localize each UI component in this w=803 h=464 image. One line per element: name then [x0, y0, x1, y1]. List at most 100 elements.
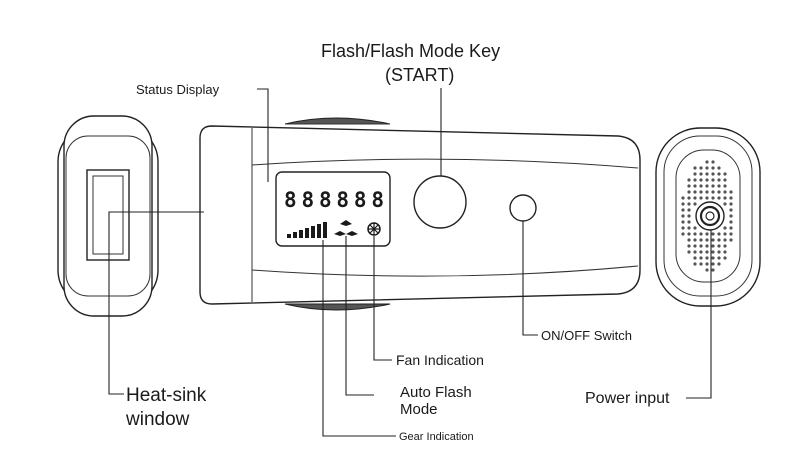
- heat-sink-window: [86, 169, 130, 261]
- vent-hole: [705, 166, 709, 170]
- vent-hole: [687, 214, 691, 218]
- vent-hole: [699, 196, 703, 200]
- vent-hole: [723, 190, 727, 194]
- fan-indication-label: Fan Indication: [396, 352, 484, 368]
- on-off-switch-label: ON/OFF Switch: [541, 328, 632, 343]
- vent-hole: [723, 172, 727, 176]
- vent-hole: [687, 220, 691, 224]
- vent-hole: [729, 208, 733, 212]
- status-display-lcd: 888888: [275, 171, 391, 247]
- vent-hole: [687, 178, 691, 182]
- vent-hole: [705, 178, 709, 182]
- vent-holes: [681, 160, 733, 272]
- flash-key-label: Flash/Flash Mode Key: [321, 41, 500, 61]
- vent-hole: [717, 190, 721, 194]
- vent-hole: [723, 178, 727, 182]
- vent-hole: [729, 226, 733, 230]
- vent-hole: [723, 238, 727, 242]
- vent-hole: [705, 160, 709, 164]
- on-off-switch-button[interactable]: [509, 194, 537, 222]
- vent-hole: [705, 268, 709, 272]
- auto-flash-mode-icon: [334, 220, 358, 236]
- vent-hole: [717, 244, 721, 248]
- vent-hole: [705, 190, 709, 194]
- vent-hole: [717, 184, 721, 188]
- vent-hole: [699, 178, 703, 182]
- vent-hole: [699, 262, 703, 266]
- vent-hole: [729, 220, 733, 224]
- vent-hole: [687, 190, 691, 194]
- vent-hole: [705, 232, 709, 236]
- vent-hole: [705, 172, 709, 176]
- labels: Flash/Flash Mode Key (START) Status Disp…: [125, 41, 670, 443]
- vent-hole: [693, 262, 697, 266]
- gear-indication-icon: [287, 222, 327, 238]
- vent-hole: [717, 238, 721, 242]
- vent-hole: [693, 232, 697, 236]
- vent-hole: [711, 196, 715, 200]
- vent-hole: [729, 202, 733, 206]
- vent-hole: [711, 268, 715, 272]
- vent-hole: [711, 184, 715, 188]
- vent-hole: [705, 262, 709, 266]
- vent-hole: [723, 184, 727, 188]
- vent-hole: [693, 184, 697, 188]
- vent-hole: [729, 214, 733, 218]
- leader-lines: [108, 88, 712, 437]
- vent-hole: [711, 232, 715, 236]
- vent-hole: [723, 232, 727, 236]
- vent-hole: [717, 232, 721, 236]
- vent-hole: [681, 226, 685, 230]
- vent-hole: [705, 184, 709, 188]
- vent-hole: [681, 196, 685, 200]
- vent-hole: [705, 250, 709, 254]
- vent-hole: [687, 232, 691, 236]
- vent-hole: [723, 226, 727, 230]
- vent-hole: [717, 178, 721, 182]
- vent-hole: [711, 178, 715, 182]
- heat-sink-label-sub: window: [125, 409, 190, 430]
- vent-hole: [687, 226, 691, 230]
- vent-hole: [711, 172, 715, 176]
- vent-hole: [711, 244, 715, 248]
- vent-hole: [723, 256, 727, 260]
- heat-sink-label: Heat-sink: [126, 385, 207, 406]
- auto-flash-label: Auto Flash: [400, 384, 472, 401]
- vent-hole: [693, 196, 697, 200]
- vent-hole: [699, 172, 703, 176]
- vent-hole: [693, 172, 697, 176]
- vent-hole: [693, 226, 697, 230]
- vent-hole: [693, 190, 697, 194]
- vent-hole: [699, 184, 703, 188]
- vent-hole: [729, 196, 733, 200]
- vent-hole: [717, 166, 721, 170]
- vent-hole: [699, 166, 703, 170]
- vent-hole: [693, 166, 697, 170]
- right-end-view: [655, 127, 761, 307]
- vent-hole: [711, 256, 715, 260]
- vent-hole: [717, 250, 721, 254]
- vent-hole: [729, 232, 733, 236]
- vent-hole: [693, 178, 697, 182]
- vent-hole: [681, 220, 685, 224]
- vent-hole: [681, 202, 685, 206]
- vent-hole: [717, 262, 721, 266]
- vent-hole: [705, 238, 709, 242]
- vent-hole: [729, 190, 733, 194]
- vent-hole: [711, 250, 715, 254]
- vent-hole: [699, 244, 703, 248]
- vent-hole: [717, 172, 721, 176]
- vent-hole: [681, 214, 685, 218]
- vent-hole: [687, 208, 691, 212]
- power-input-jack: [695, 201, 725, 231]
- vent-hole: [699, 232, 703, 236]
- flash-start-button[interactable]: [413, 175, 467, 229]
- vent-hole: [723, 196, 727, 200]
- vent-hole: [705, 256, 709, 260]
- vent-hole: [687, 238, 691, 242]
- vent-hole: [723, 244, 727, 248]
- vent-hole: [729, 238, 733, 242]
- vent-hole: [705, 244, 709, 248]
- left-end-view: [57, 115, 159, 317]
- vent-hole: [723, 250, 727, 254]
